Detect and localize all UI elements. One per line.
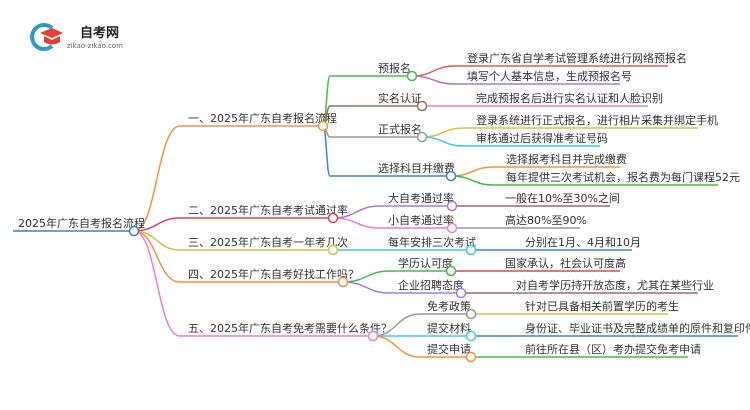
branch-node-label[interactable]: 五、2025年广东自考免考需要什么条件？ bbox=[188, 321, 392, 335]
branch-node-label[interactable]: 四、2025年广东自考好找工作吗？ bbox=[188, 267, 359, 281]
child-node-label[interactable]: 企业招聘态度 bbox=[398, 278, 464, 292]
logo-ring-icon bbox=[30, 23, 54, 51]
branch-edge bbox=[133, 125, 323, 232]
branch-collapse-toggle[interactable] bbox=[317, 120, 329, 132]
leaf-node-label[interactable]: 身份证、毕业证书及完整成绩单的原件和复印件 bbox=[525, 321, 750, 335]
child-edge bbox=[372, 335, 471, 358]
branch-edge bbox=[133, 217, 333, 232]
branch-node-label[interactable]: 二、2025年广东自考考试通过率 bbox=[188, 203, 348, 217]
leaf-node-label[interactable]: 完成预报名后进行实名认证和人脸识别 bbox=[476, 91, 663, 105]
leaf-node-label[interactable]: 高达80%至90% bbox=[505, 213, 587, 227]
branch-edge bbox=[133, 230, 373, 337]
logo: 自考网 zikao-zikao.com bbox=[30, 23, 123, 51]
root-collapse-toggle[interactable] bbox=[128, 225, 140, 237]
child-node-label[interactable]: 提交申请 bbox=[427, 342, 471, 356]
child-edge bbox=[332, 205, 452, 219]
branch-collapse-toggle[interactable] bbox=[327, 212, 339, 224]
child-node-label[interactable]: 提交材料 bbox=[427, 321, 471, 335]
child-node-label[interactable]: 大自考通过率 bbox=[388, 191, 454, 205]
child-collapse-toggle[interactable] bbox=[445, 265, 457, 277]
child-collapse-toggle[interactable] bbox=[465, 351, 477, 363]
child-collapse-toggle[interactable] bbox=[465, 308, 477, 320]
leaf-edge bbox=[450, 175, 718, 186]
branch-collapse-toggle[interactable] bbox=[367, 330, 379, 342]
child-collapse-toggle[interactable] bbox=[406, 70, 418, 82]
branch-collapse-toggle[interactable] bbox=[337, 276, 349, 288]
child-node-label[interactable]: 选择科目并缴费 bbox=[378, 161, 455, 175]
child-collapse-toggle[interactable] bbox=[446, 222, 458, 234]
child-node-label[interactable]: 实名认证 bbox=[378, 91, 422, 105]
child-collapse-toggle[interactable] bbox=[446, 200, 458, 212]
child-collapse-toggle[interactable] bbox=[445, 170, 457, 182]
child-edge bbox=[342, 281, 461, 294]
leaf-node-label[interactable]: 填写个人基本信息，生成预报名号 bbox=[467, 69, 632, 83]
leaf-node-label[interactable]: 每年提供三次考试机会，报名费为每门课程52元 bbox=[506, 170, 740, 184]
branch-edge bbox=[133, 230, 343, 283]
child-node-label[interactable]: 每年安排三次考试 bbox=[388, 235, 476, 249]
leaf-node-label[interactable]: 登录广东省自学考试管理系统进行网络预报名 bbox=[467, 51, 687, 65]
branch-node-label[interactable]: 三、2025年广东自考一年考几次 bbox=[188, 235, 348, 249]
child-node-label[interactable]: 正式报名 bbox=[378, 122, 422, 136]
graduation-cap-icon bbox=[40, 28, 63, 45]
leaf-node-label[interactable]: 前往所在县（区）考办提交免考申请 bbox=[525, 342, 701, 356]
logo-url: zikao-zikao.com bbox=[67, 42, 123, 50]
logo-title: 自考网 bbox=[80, 25, 119, 41]
leaf-node-label[interactable]: 分别在1月、4月和10月 bbox=[525, 236, 641, 249]
leaf-edge bbox=[421, 136, 600, 147]
branch-collapse-toggle[interactable] bbox=[327, 244, 339, 256]
child-collapse-toggle[interactable] bbox=[465, 244, 477, 256]
root-node-label[interactable]: 2025年广东自考报名流程 bbox=[18, 216, 145, 230]
child-collapse-toggle[interactable] bbox=[416, 131, 428, 143]
leaf-node-label[interactable]: 登录系统进行正式报名，进行相片采集并绑定手机 bbox=[476, 113, 718, 127]
leaf-node-label[interactable]: 对自考学历持开放态度，尤其在某些行业 bbox=[516, 278, 714, 292]
child-node-label[interactable]: 预报名 bbox=[378, 61, 411, 75]
child-collapse-toggle[interactable] bbox=[416, 100, 428, 112]
branch-edge bbox=[133, 230, 333, 251]
child-node-label[interactable]: 小自考通过率 bbox=[388, 213, 454, 227]
leaf-node-label[interactable]: 一般在10%至30%之间 bbox=[505, 191, 620, 205]
leaf-node-label[interactable]: 选择报考科目并完成缴费 bbox=[506, 152, 627, 166]
child-collapse-toggle[interactable] bbox=[455, 287, 467, 299]
leaf-node-label[interactable]: 国家承认，社会认可度高 bbox=[505, 256, 626, 270]
child-edge bbox=[332, 217, 452, 229]
branch-node-label[interactable]: 一、2025年广东自考报名流程 bbox=[188, 111, 337, 125]
leaf-edge bbox=[411, 75, 620, 85]
child-collapse-toggle[interactable] bbox=[465, 330, 477, 342]
leaf-node-label[interactable]: 针对已具备相关前置学历的考生 bbox=[525, 299, 679, 313]
leaf-node-label[interactable]: 审核通过后获得准考证号码 bbox=[476, 131, 608, 145]
child-node-label[interactable]: 学历认可度 bbox=[398, 256, 453, 270]
child-node-label[interactable]: 免考政策 bbox=[427, 299, 471, 313]
child-edge bbox=[372, 313, 471, 337]
